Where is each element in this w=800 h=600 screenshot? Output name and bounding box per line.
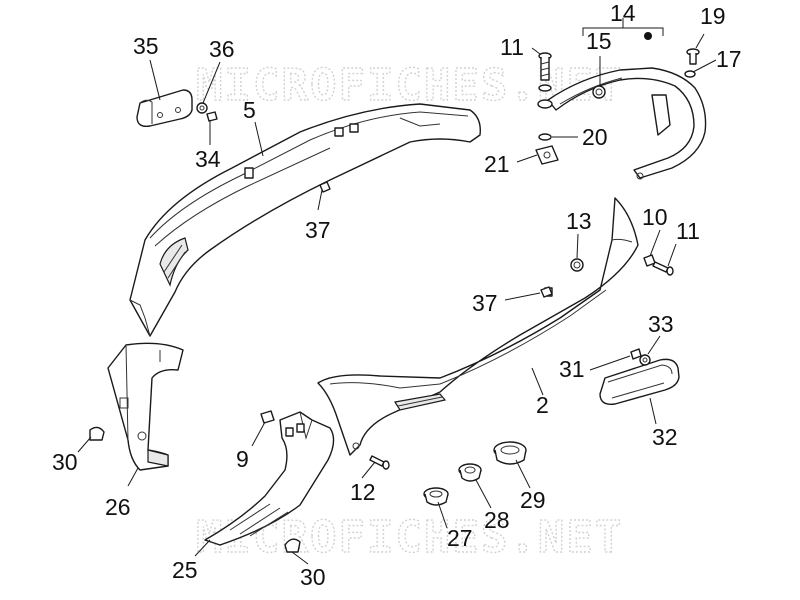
callout-36: 36	[209, 36, 235, 62]
part-31-clip	[630, 348, 642, 360]
callout-37-lower: 37	[472, 290, 498, 316]
callout-31: 31	[559, 356, 585, 382]
part-12-screw	[369, 455, 390, 470]
callout-17: 17	[716, 46, 742, 72]
part-14-rear-rack	[547, 67, 707, 180]
part-29-cap	[493, 441, 527, 465]
callout-30-left: 30	[52, 449, 78, 475]
part-33-washer	[639, 354, 651, 366]
part-11-bolt-top	[538, 52, 552, 81]
part-28-cap	[458, 463, 482, 482]
part-36-washer	[196, 102, 208, 114]
callout-32: 32	[652, 424, 678, 450]
part-2-lower-side-panel	[317, 197, 639, 456]
part-32-trim-cap	[599, 358, 680, 405]
callout-34: 34	[195, 146, 221, 172]
callout-28: 28	[484, 507, 510, 533]
bullet-dot	[644, 32, 652, 40]
callout-13: 13	[566, 208, 592, 234]
part-11-screw-right	[652, 261, 674, 276]
part-13-grommet	[570, 258, 584, 272]
callout-11-right: 11	[676, 218, 700, 244]
callout-33: 33	[648, 311, 674, 337]
callout-12: 12	[350, 479, 376, 505]
callout-20: 20	[582, 124, 608, 150]
part-21-square-nut	[535, 145, 559, 165]
callout-14: 14	[610, 0, 636, 26]
callout-11-top: 11	[500, 34, 524, 60]
part-25-lower-bracket	[204, 411, 335, 546]
part-35-trim-cap	[136, 89, 193, 127]
leader-lines	[77, 18, 717, 565]
part-washers-stack	[537, 84, 553, 141]
callout-labels: 35 36 5 34 37 11 15 14 19 17 20 21 13 10…	[52, 0, 742, 590]
callout-29: 29	[520, 487, 546, 513]
part-9-clip	[260, 410, 275, 424]
callout-37-upper: 37	[305, 217, 331, 243]
part-5-upper-side-panel	[129, 103, 481, 337]
callout-19: 19	[700, 3, 726, 29]
part-30-nut-left	[89, 426, 105, 441]
part-19-screw	[686, 48, 700, 65]
callout-10: 10	[642, 204, 668, 230]
part-34-clip	[206, 111, 218, 122]
callout-26: 26	[105, 494, 131, 520]
callout-35: 35	[133, 33, 159, 59]
callout-15: 15	[586, 28, 612, 54]
callout-21: 21	[484, 151, 510, 177]
part-27-cap	[423, 487, 449, 506]
callout-27: 27	[447, 525, 473, 551]
callout-5: 5	[243, 97, 256, 123]
part-26-side-bracket	[107, 342, 184, 471]
part-17-washer	[684, 70, 696, 78]
part-37-clip-upper	[319, 181, 331, 193]
part-37-clip-lower	[540, 286, 553, 298]
callout-25: 25	[172, 557, 198, 583]
callout-9: 9	[236, 446, 249, 472]
callout-30-bottom: 30	[300, 564, 326, 590]
callout-2: 2	[536, 392, 549, 418]
part-30-nut-bottom	[284, 538, 301, 553]
